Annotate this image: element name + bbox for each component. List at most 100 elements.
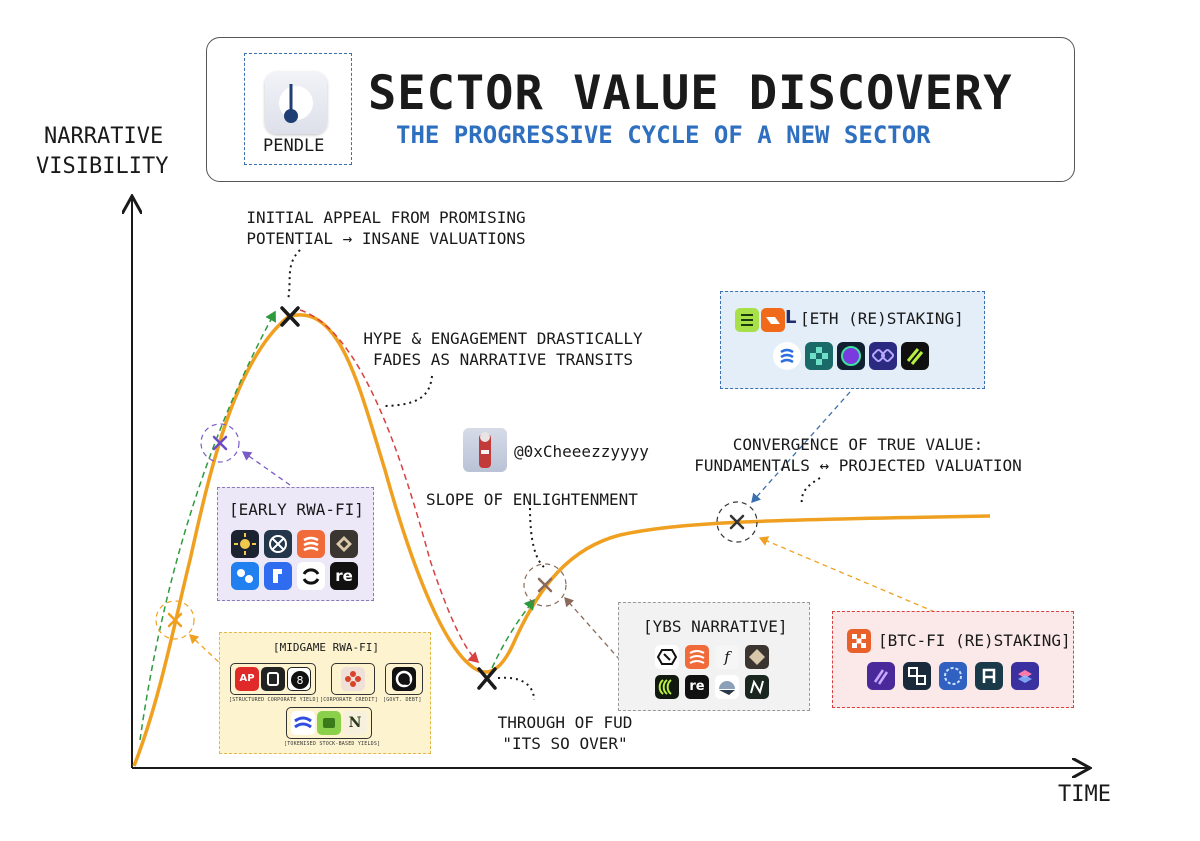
early-rwa-marker	[212, 435, 228, 451]
cloud-icon	[939, 662, 967, 690]
eth-restaking-connector	[751, 391, 851, 503]
slope-pointer	[529, 507, 546, 569]
face-protocol-icon	[264, 562, 292, 590]
ybs-stack-icon	[685, 645, 709, 669]
trough-annotation-line2: "ITS SO OVER"	[502, 734, 628, 753]
early-rwa-marker-ring	[200, 423, 240, 463]
cross-blocks-icon	[805, 342, 833, 370]
slope-annotation: SLOPE OF ENLIGHTENMENT	[426, 490, 638, 509]
stack-e-icon	[735, 308, 759, 332]
title-panel	[206, 37, 1075, 182]
ybs-marker	[537, 577, 553, 593]
peak-pointer	[287, 249, 301, 301]
re-protocol-icon: re	[330, 562, 358, 590]
wave-protocol-icon	[291, 711, 315, 735]
recovery-trend-arrow	[491, 598, 535, 669]
wedge-icon	[761, 308, 785, 332]
peak-annotation-line2: POTENTIAL → INSANE VALUATIONS	[246, 229, 526, 248]
convergence-marker	[729, 514, 745, 530]
flower-protocol-icon	[341, 667, 365, 691]
diamond-protocol-icon	[330, 530, 358, 558]
hype-cycle-curve	[132, 313, 991, 767]
convergence-pointer	[800, 477, 821, 506]
hook-icon	[975, 662, 1003, 690]
n-line-icon	[745, 675, 769, 699]
early-rwa-box: [EARLY RWA-FI] re	[217, 487, 374, 601]
eth-restaking-box: L [ETH (RE)STAKING]	[720, 291, 985, 389]
layers-icon	[1011, 662, 1039, 690]
tokenised-stock-label: [TOKENISED STOCK-BASED YIELDS]	[284, 741, 381, 747]
btcfi-connector	[758, 536, 936, 613]
b-protocol-icon: 8	[287, 667, 311, 691]
slash-icon	[901, 342, 929, 370]
ybs-connector	[564, 597, 621, 661]
page-subtitle: THE PROGRESSIVE CYCLE OF A NEW SECTOR	[396, 121, 931, 149]
n-protocol-icon: N	[343, 711, 367, 735]
chain-icon	[869, 342, 897, 370]
author-avatar	[463, 428, 507, 472]
ybs-diamond-icon	[745, 645, 769, 669]
govt-debt-label: [GOVT. DEBT]	[383, 697, 422, 703]
structured-yield-group	[230, 663, 316, 695]
midgame-rwa-connector	[189, 634, 226, 669]
convergence-marker-ring	[716, 501, 758, 543]
ybs-marker-ring	[523, 563, 567, 607]
early-rwa-connector	[241, 451, 291, 486]
stack-protocol-icon	[297, 530, 325, 558]
chip-protocol-icon	[317, 711, 341, 735]
l-logo-icon: L	[785, 307, 797, 328]
ybs-title: [YBS NARRATIVE]	[643, 617, 788, 636]
convergence-annotation-line2: FUNDAMENTALS ↔ PROJECTED VALUATION	[694, 456, 1022, 475]
govt-debt-group	[385, 663, 423, 695]
sun-protocol-icon	[231, 530, 259, 558]
midgame-rwa-box: [MIDGAME RWA-FI] AP 8 [STRUCTURED CORPOR…	[219, 632, 431, 754]
rising-trend-arrow	[139, 310, 276, 741]
half-circle-icon	[715, 675, 739, 699]
btcfi-box: [BTC-FI (RE)STAKING]	[832, 611, 1074, 708]
midgame-rwa-marker	[167, 612, 183, 628]
blocks-icon	[903, 662, 931, 690]
f-protocol-icon: f	[715, 645, 739, 669]
structured-yield-label: [STRUCTURED CORPORATE YIELD]	[229, 697, 319, 703]
trough-pointer	[497, 676, 535, 701]
decline-annotation-line2: FADES AS NARRATIVE TRANSITS	[372, 350, 634, 369]
y-axis-label-line1: NARRATIVE	[44, 124, 164, 149]
peak-marker	[280, 306, 300, 327]
arcs-icon	[655, 675, 679, 699]
tokenised-stock-group	[286, 707, 372, 739]
decline-annotation-line1: HYPE & ENGAGEMENT DRASTICALLY	[363, 329, 643, 348]
drop-protocol-icon	[231, 562, 259, 590]
x-axis-label: TIME	[1058, 782, 1111, 807]
logo-frame	[244, 53, 352, 165]
ybs-re-icon: re	[685, 675, 709, 699]
pendle-logo-icon	[265, 72, 327, 134]
corporate-credit-label: [CORPORATE CREDIT]	[320, 697, 378, 703]
btcfi-title: [BTC-FI (RE)STAKING]	[878, 631, 1071, 650]
decline-pointer	[384, 375, 433, 407]
swirl-icon	[773, 342, 801, 370]
ap-protocol-icon: AP	[235, 667, 259, 691]
corporate-credit-group	[331, 663, 375, 695]
peak-annotation-line1: INITIAL APPEAL FROM PROMISING	[246, 208, 526, 227]
hexagon-icon	[655, 645, 679, 669]
midgame-rwa-title: [MIDGAME RWA-FI]	[273, 641, 379, 654]
orb-icon	[837, 342, 865, 370]
page-title: SECTOR VALUE DISCOVERY	[368, 66, 1013, 121]
midgame-rwa-marker-ring	[155, 600, 195, 640]
convergence-annotation-line1: CONVERGENCE OF TRUE VALUE:	[732, 435, 984, 454]
stripes-icon	[867, 662, 895, 690]
ybs-box: [YBS NARRATIVE] f re	[618, 602, 810, 711]
trough-annotation-line1: THROUGH OF FUD	[497, 713, 633, 732]
logo-text: PENDLE	[263, 136, 325, 156]
author-handle: @0xCheeezzyyyy	[514, 442, 649, 461]
y-axis-label-line2: VISIBILITY	[36, 154, 169, 179]
early-rwa-title: [EARLY RWA-FI]	[229, 500, 364, 519]
ring-protocol-icon	[264, 530, 292, 558]
square-protocol-icon	[261, 667, 285, 691]
svg-text:8: 8	[297, 674, 304, 687]
trough-marker	[477, 667, 497, 690]
btcfi-logo-icon	[847, 629, 871, 653]
falling-trend-arrow	[299, 309, 480, 664]
eth-restaking-title: [ETH (RE)STAKING]	[800, 309, 964, 328]
